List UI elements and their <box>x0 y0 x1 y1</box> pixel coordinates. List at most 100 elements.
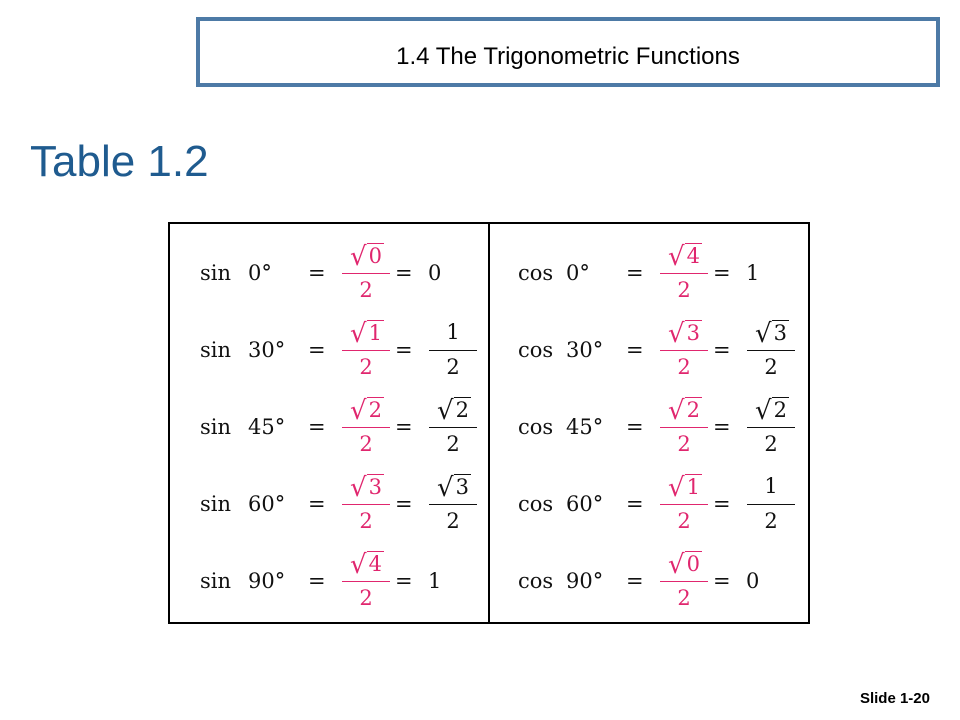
result-value: 0 <box>428 261 442 285</box>
radical-argument: 2 <box>366 397 384 422</box>
radical-argument: 0 <box>684 551 702 576</box>
fraction-bar <box>342 504 390 505</box>
radical-argument: 2 <box>771 397 789 422</box>
function-name: sin <box>200 338 232 362</box>
radical-argument: 0 <box>366 243 384 268</box>
fraction-numerator: √3 <box>656 315 712 349</box>
radical-expression: √3 <box>435 469 471 504</box>
equals-sign: = <box>713 261 731 285</box>
function-name: cos <box>518 338 554 362</box>
angle: 30° <box>248 338 286 362</box>
fraction-numerator: √3 <box>743 315 799 349</box>
radical-expression: √1 <box>666 469 702 504</box>
page-title: Table 1.2 <box>30 137 209 186</box>
radical-expression: √2 <box>666 392 702 427</box>
radical-sign: √ <box>437 396 454 426</box>
fraction-numerator: √3 <box>338 469 394 503</box>
angle: 60° <box>566 492 604 516</box>
fraction-numerator: √1 <box>338 315 394 349</box>
radical-sign: √ <box>668 319 685 349</box>
radical-sign: √ <box>350 242 367 272</box>
equals-sign: = <box>713 415 731 439</box>
fraction-numerator: √2 <box>743 392 799 426</box>
equals-sign: = <box>308 492 326 516</box>
fraction-denominator: 2 <box>677 355 691 379</box>
equals-sign: = <box>713 569 731 593</box>
radical-argument: 3 <box>684 320 702 345</box>
fraction-denominator: 2 <box>359 509 373 533</box>
equals-sign: = <box>395 261 413 285</box>
slide-number: Slide 1-20 <box>859 690 930 707</box>
function-name: sin <box>200 415 232 439</box>
result-value: 0 <box>746 569 760 593</box>
fraction-bar <box>342 350 390 351</box>
radical-expression: √4 <box>348 546 384 581</box>
fraction-denominator: 2 <box>359 586 373 610</box>
radical-expression: √2 <box>753 392 789 427</box>
equals-sign: = <box>395 415 413 439</box>
radical-expression: √0 <box>348 238 384 273</box>
fraction-bar <box>660 504 708 505</box>
fraction-denominator: 2 <box>359 432 373 456</box>
fraction-denominator: 2 <box>677 586 691 610</box>
fraction-denominator: 2 <box>677 509 691 533</box>
radical-sign: √ <box>668 473 685 503</box>
equals-sign: = <box>626 261 644 285</box>
fraction-bar <box>747 504 795 505</box>
fraction-denominator: 2 <box>677 432 691 456</box>
equals-sign: = <box>308 261 326 285</box>
angle: 0° <box>248 261 272 285</box>
fraction-numerator: √0 <box>338 238 394 272</box>
fraction-numerator: √4 <box>338 546 394 580</box>
equals-sign: = <box>308 415 326 439</box>
radical-sign: √ <box>668 242 685 272</box>
fraction-bar <box>660 350 708 351</box>
fraction-bar <box>429 504 477 505</box>
equals-sign: = <box>308 338 326 362</box>
radical-sign: √ <box>755 396 772 426</box>
angle: 90° <box>248 569 286 593</box>
fraction-numerator: √4 <box>656 238 712 272</box>
equals-sign: = <box>395 492 413 516</box>
radical-fraction: √1 2 <box>656 469 712 537</box>
angle: 45° <box>248 415 286 439</box>
radical-fraction: √0 2 <box>656 546 712 614</box>
fraction-numerator: 1 <box>446 320 460 344</box>
fraction-bar <box>342 581 390 582</box>
fraction-numerator: √0 <box>656 546 712 580</box>
fraction-bar <box>660 273 708 274</box>
fraction-bar <box>429 350 477 351</box>
radical-sign: √ <box>350 473 367 503</box>
equals-sign: = <box>713 338 731 362</box>
radical-sign: √ <box>668 550 685 580</box>
fraction-bar <box>747 350 795 351</box>
fraction-numerator: √2 <box>425 392 481 426</box>
equals-sign: = <box>626 569 644 593</box>
radical-sign: √ <box>350 550 367 580</box>
radical-expression: √0 <box>666 546 702 581</box>
radical-sign: √ <box>350 319 367 349</box>
function-name: sin <box>200 261 232 285</box>
angle: 60° <box>248 492 286 516</box>
radical-expression: √3 <box>666 315 702 350</box>
equals-sign: = <box>626 415 644 439</box>
function-name: cos <box>518 492 554 516</box>
equals-sign: = <box>395 569 413 593</box>
fraction-bar <box>660 427 708 428</box>
angle: 0° <box>566 261 590 285</box>
fraction-numerator: √2 <box>656 392 712 426</box>
radical-expression: √2 <box>348 392 384 427</box>
radical-sign: √ <box>668 396 685 426</box>
fraction-denominator: 2 <box>764 432 778 456</box>
radical-expression: √2 <box>435 392 471 427</box>
fraction-numerator: 1 <box>764 474 778 498</box>
radical-argument: 2 <box>453 397 471 422</box>
equals-sign: = <box>626 338 644 362</box>
